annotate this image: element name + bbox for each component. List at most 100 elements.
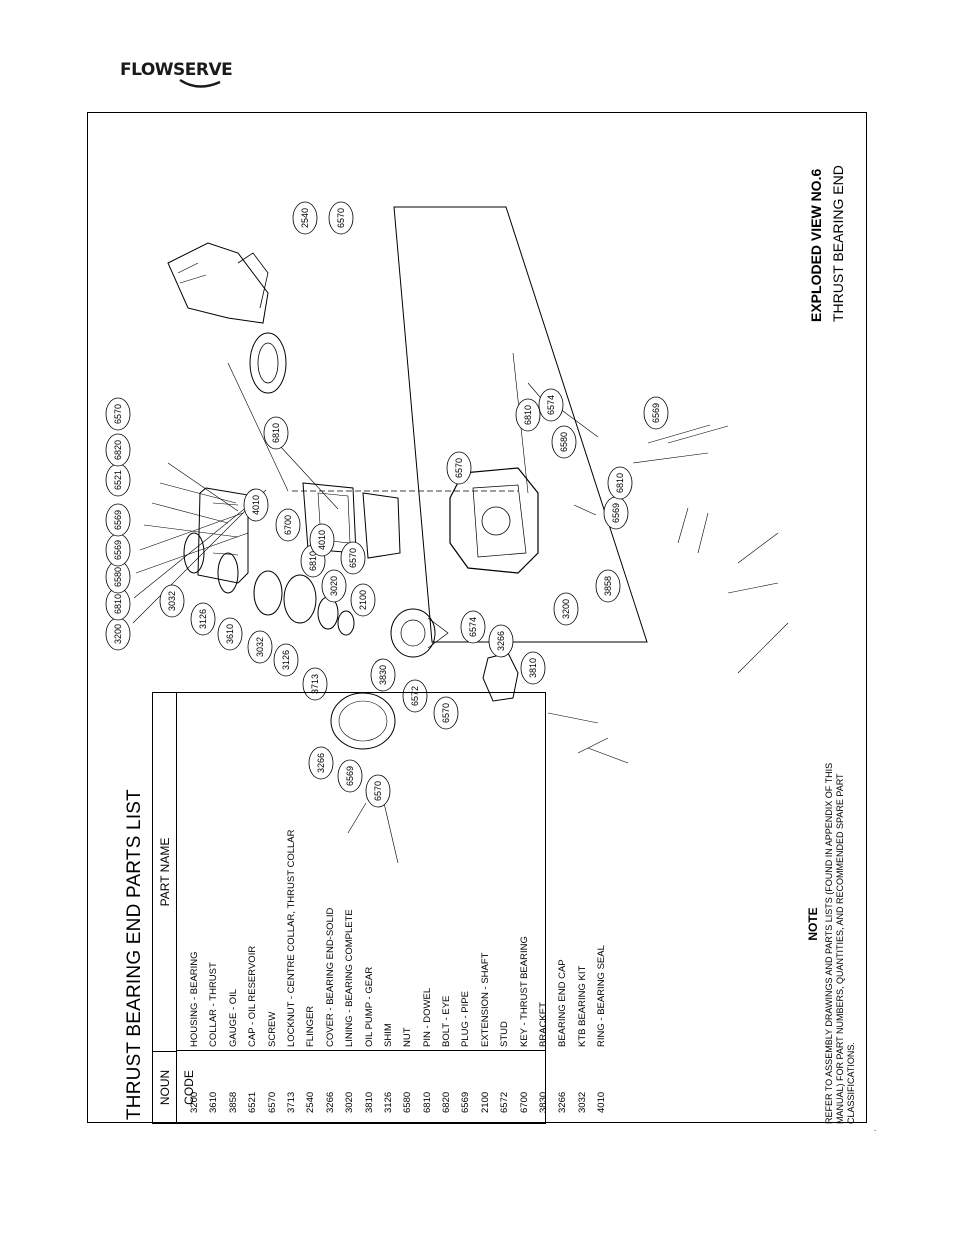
table-row: 6569 PLUG - PIPE xyxy=(456,693,475,1123)
noun-code-cell: 3126 xyxy=(382,1091,394,1113)
callout: 3266 xyxy=(488,624,514,658)
callout: 3830 xyxy=(370,658,396,692)
part-name-cell: FLINGER xyxy=(305,1005,317,1047)
callout: 3266 xyxy=(308,746,334,780)
part-name-cell: GAUGE - OIL xyxy=(227,988,239,1047)
noun-code-cell: 3610 xyxy=(208,1091,220,1113)
noun-code-cell: 3830 xyxy=(538,1091,550,1113)
parts-list-title: THRUST BEARING END PARTS LIST xyxy=(124,789,145,1120)
callout: 6580 xyxy=(551,425,577,459)
callout: 6810 xyxy=(263,416,289,450)
callout: 6574 xyxy=(538,388,564,422)
svg-text:6580: 6580 xyxy=(559,432,569,452)
noun-code-cell: 3713 xyxy=(285,1091,297,1113)
svg-text:6569: 6569 xyxy=(345,766,355,786)
svg-text:6569: 6569 xyxy=(611,503,621,523)
svg-text:6700: 6700 xyxy=(283,515,293,535)
part-name-cell: SCREW xyxy=(266,1011,278,1047)
callout: 2540 xyxy=(292,201,318,235)
svg-text:6574: 6574 xyxy=(546,395,556,415)
table-row: 3830BRACKET xyxy=(534,693,553,1123)
callout-group: 3200 6810 6580 6569 6569 6521 6820 6570 … xyxy=(105,201,669,808)
part-name-cell: BOLT - EYE xyxy=(441,995,453,1047)
table-row: 4010RING - BEARING SEAL xyxy=(592,693,611,1123)
svg-text:3266: 3266 xyxy=(316,753,326,773)
part-name-cell: HOUSING - BEARING xyxy=(189,951,200,1047)
table-row: 2540FLINGER xyxy=(301,693,320,1123)
svg-text:3830: 3830 xyxy=(378,665,388,685)
view-title: EXPLODED VIEW NO.6 xyxy=(808,168,824,322)
note-heading: NOTE xyxy=(806,907,820,941)
svg-text:6569: 6569 xyxy=(113,540,123,560)
table-row: 3810OIL PUMP - GEAR xyxy=(360,693,379,1123)
table-row: 6810PIN - DOWEL xyxy=(418,693,437,1123)
callout: 6570 xyxy=(340,541,366,575)
part-name-cell: STUD xyxy=(499,1021,511,1047)
table-row: 3200HOUSING - BEARING xyxy=(185,693,204,1123)
table-row: 3610 COLLAR - THRUST xyxy=(204,693,223,1123)
noun-code-cell: 6700 xyxy=(518,1091,530,1113)
svg-text:3032: 3032 xyxy=(255,637,265,657)
noun-code-cell: 6521 xyxy=(247,1091,259,1113)
table-row: 3032 KTB BEARING KIT xyxy=(573,693,592,1123)
drawing-frame: 3200 6810 6580 6569 6569 6521 6820 6570 … xyxy=(87,112,868,1124)
svg-text:3126: 3126 xyxy=(198,609,208,629)
table-row: 6700 KEY - THRUST BEARING xyxy=(515,693,534,1123)
table-row: 3126SHIM xyxy=(379,693,398,1123)
svg-text:3200: 3200 xyxy=(113,624,123,644)
part-name-cell: KEY - THRUST BEARING xyxy=(518,936,530,1047)
svg-text:3810: 3810 xyxy=(528,658,538,678)
noun-code-cell: 6580 xyxy=(402,1091,414,1113)
end-mark: . xyxy=(874,1124,877,1133)
part-name-cell: PLUG - PIPE xyxy=(460,991,472,1047)
callout: 3610 xyxy=(217,617,243,651)
callout: 3810 xyxy=(520,651,546,685)
part-name-cell: LOCKNUT - CENTRE COLLAR, THRUST COLLAR xyxy=(285,829,297,1048)
svg-text:6570: 6570 xyxy=(441,703,451,723)
callout: 6810 xyxy=(515,398,541,432)
part-name-cell: COVER - BEARING END-SOLID xyxy=(324,907,336,1047)
svg-text:6569: 6569 xyxy=(651,403,661,423)
exploded-drawing: 3200 6810 6580 6569 6569 6521 6820 6570 … xyxy=(105,201,789,864)
noun-code-cell: 6570 xyxy=(266,1091,278,1113)
part-name-cell: NUT xyxy=(402,1027,414,1047)
callout: 4010 xyxy=(309,523,335,557)
table-row: 2100EXTENSION - SHAFT xyxy=(476,693,495,1123)
callout: 3858 xyxy=(595,569,621,603)
part-name-cell: KTB BEARING KIT xyxy=(576,965,588,1047)
table-row: 6572 STUD xyxy=(495,693,514,1123)
noun-code-cell: 6572 xyxy=(499,1091,511,1113)
svg-text:3126: 3126 xyxy=(281,650,291,670)
noun-code-cell: 3266 xyxy=(324,1091,336,1113)
part-name-cell: COLLAR - THRUST xyxy=(208,962,220,1047)
callout: 6810 xyxy=(607,466,633,500)
svg-text:6572: 6572 xyxy=(410,686,420,706)
svg-text:6570: 6570 xyxy=(336,208,346,228)
callout: 6700 xyxy=(275,508,301,542)
svg-text:4010: 4010 xyxy=(251,495,261,515)
svg-text:6570: 6570 xyxy=(373,781,383,801)
table-row: 3858GAUGE - OIL xyxy=(224,693,243,1123)
callout: 6820 xyxy=(105,433,131,467)
svg-text:6570: 6570 xyxy=(454,458,464,478)
svg-text:6569: 6569 xyxy=(113,510,123,530)
svg-text:6570: 6570 xyxy=(348,548,358,568)
callout: 3126 xyxy=(190,602,216,636)
noun-code-cell: 2100 xyxy=(479,1091,491,1113)
svg-text:3713: 3713 xyxy=(310,674,320,694)
view-subtitle: THRUST BEARING END xyxy=(830,165,846,322)
note-text: REFER TO ASSEMBLY DRAWINGS AND PARTS LIS… xyxy=(824,762,856,1124)
column-header-name: PART NAME xyxy=(153,693,177,1051)
table-row: 6521CAP - OIL RESERVOIR xyxy=(243,693,262,1123)
rotated-sheet: THRUST BEARING END PARTS LIST NOUN CODE … xyxy=(88,113,868,1124)
callout: 6570 xyxy=(446,451,472,485)
logo-swoosh-icon xyxy=(179,78,221,88)
callout: 3126 xyxy=(273,643,299,677)
svg-text:3032: 3032 xyxy=(167,591,177,611)
noun-code-cell: 3032 xyxy=(576,1091,588,1113)
callout: 6569 xyxy=(105,533,131,567)
noun-code-cell: 6569 xyxy=(460,1091,472,1113)
callout: 6574 xyxy=(460,610,486,644)
callout: 6569 xyxy=(337,759,363,793)
callout: 6570 xyxy=(105,397,131,431)
